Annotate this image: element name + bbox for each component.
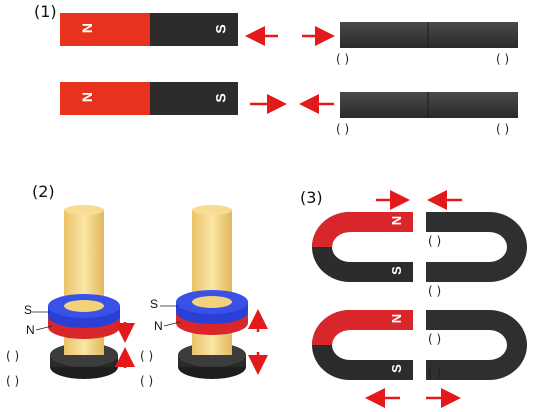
row1-magnet-right bbox=[340, 22, 518, 48]
right-lower-blank-1: ( ) bbox=[140, 349, 154, 363]
u-magnet-top-right bbox=[426, 212, 527, 282]
row2-s-label: S bbox=[212, 93, 229, 103]
section-label-3: (3) bbox=[300, 188, 323, 207]
u-bottom-blank-1: ( ) bbox=[428, 332, 442, 346]
u-bottom-n-label: N bbox=[389, 313, 405, 324]
row2-magnet-right bbox=[340, 92, 518, 118]
u-bottom-s-label: S bbox=[388, 364, 404, 373]
u-magnet-top-left bbox=[312, 212, 413, 282]
cylinder-right bbox=[176, 205, 248, 379]
row2-magnet-left bbox=[60, 82, 238, 115]
u-top-blank-1: ( ) bbox=[428, 234, 442, 248]
row1-blank-right: ( ) bbox=[496, 52, 510, 66]
section-label-2: (2) bbox=[32, 182, 55, 201]
row1-n-label: N bbox=[79, 22, 96, 34]
left-ring-s-label: S bbox=[24, 303, 33, 317]
row1-blank-left: ( ) bbox=[336, 52, 350, 66]
u-bottom-blank-2: ( ) bbox=[428, 366, 442, 380]
u-top-blank-2: ( ) bbox=[428, 284, 442, 298]
left-lower-blank-1: ( ) bbox=[6, 349, 20, 363]
u-magnet-bottom-right bbox=[426, 310, 527, 380]
row1-s-label: S bbox=[212, 24, 229, 34]
row2-blank-right: ( ) bbox=[496, 122, 510, 136]
u-magnet-bottom-left bbox=[312, 310, 413, 380]
u-top-s-label: S bbox=[388, 266, 404, 275]
section-label-1: (1) bbox=[34, 2, 57, 21]
left-ring-n-label: N bbox=[26, 323, 35, 337]
right-lower-blank-2: ( ) bbox=[140, 374, 154, 388]
right-ring-s-label: S bbox=[150, 297, 159, 311]
left-lower-blank-2: ( ) bbox=[6, 374, 20, 388]
row1-magnet-left bbox=[60, 13, 238, 46]
row2-n-label: N bbox=[79, 91, 96, 103]
row2-blank-left: ( ) bbox=[336, 122, 350, 136]
right-ring-n-label: N bbox=[154, 319, 163, 333]
u-top-n-label: N bbox=[389, 215, 405, 226]
cylinder-left bbox=[48, 205, 120, 379]
